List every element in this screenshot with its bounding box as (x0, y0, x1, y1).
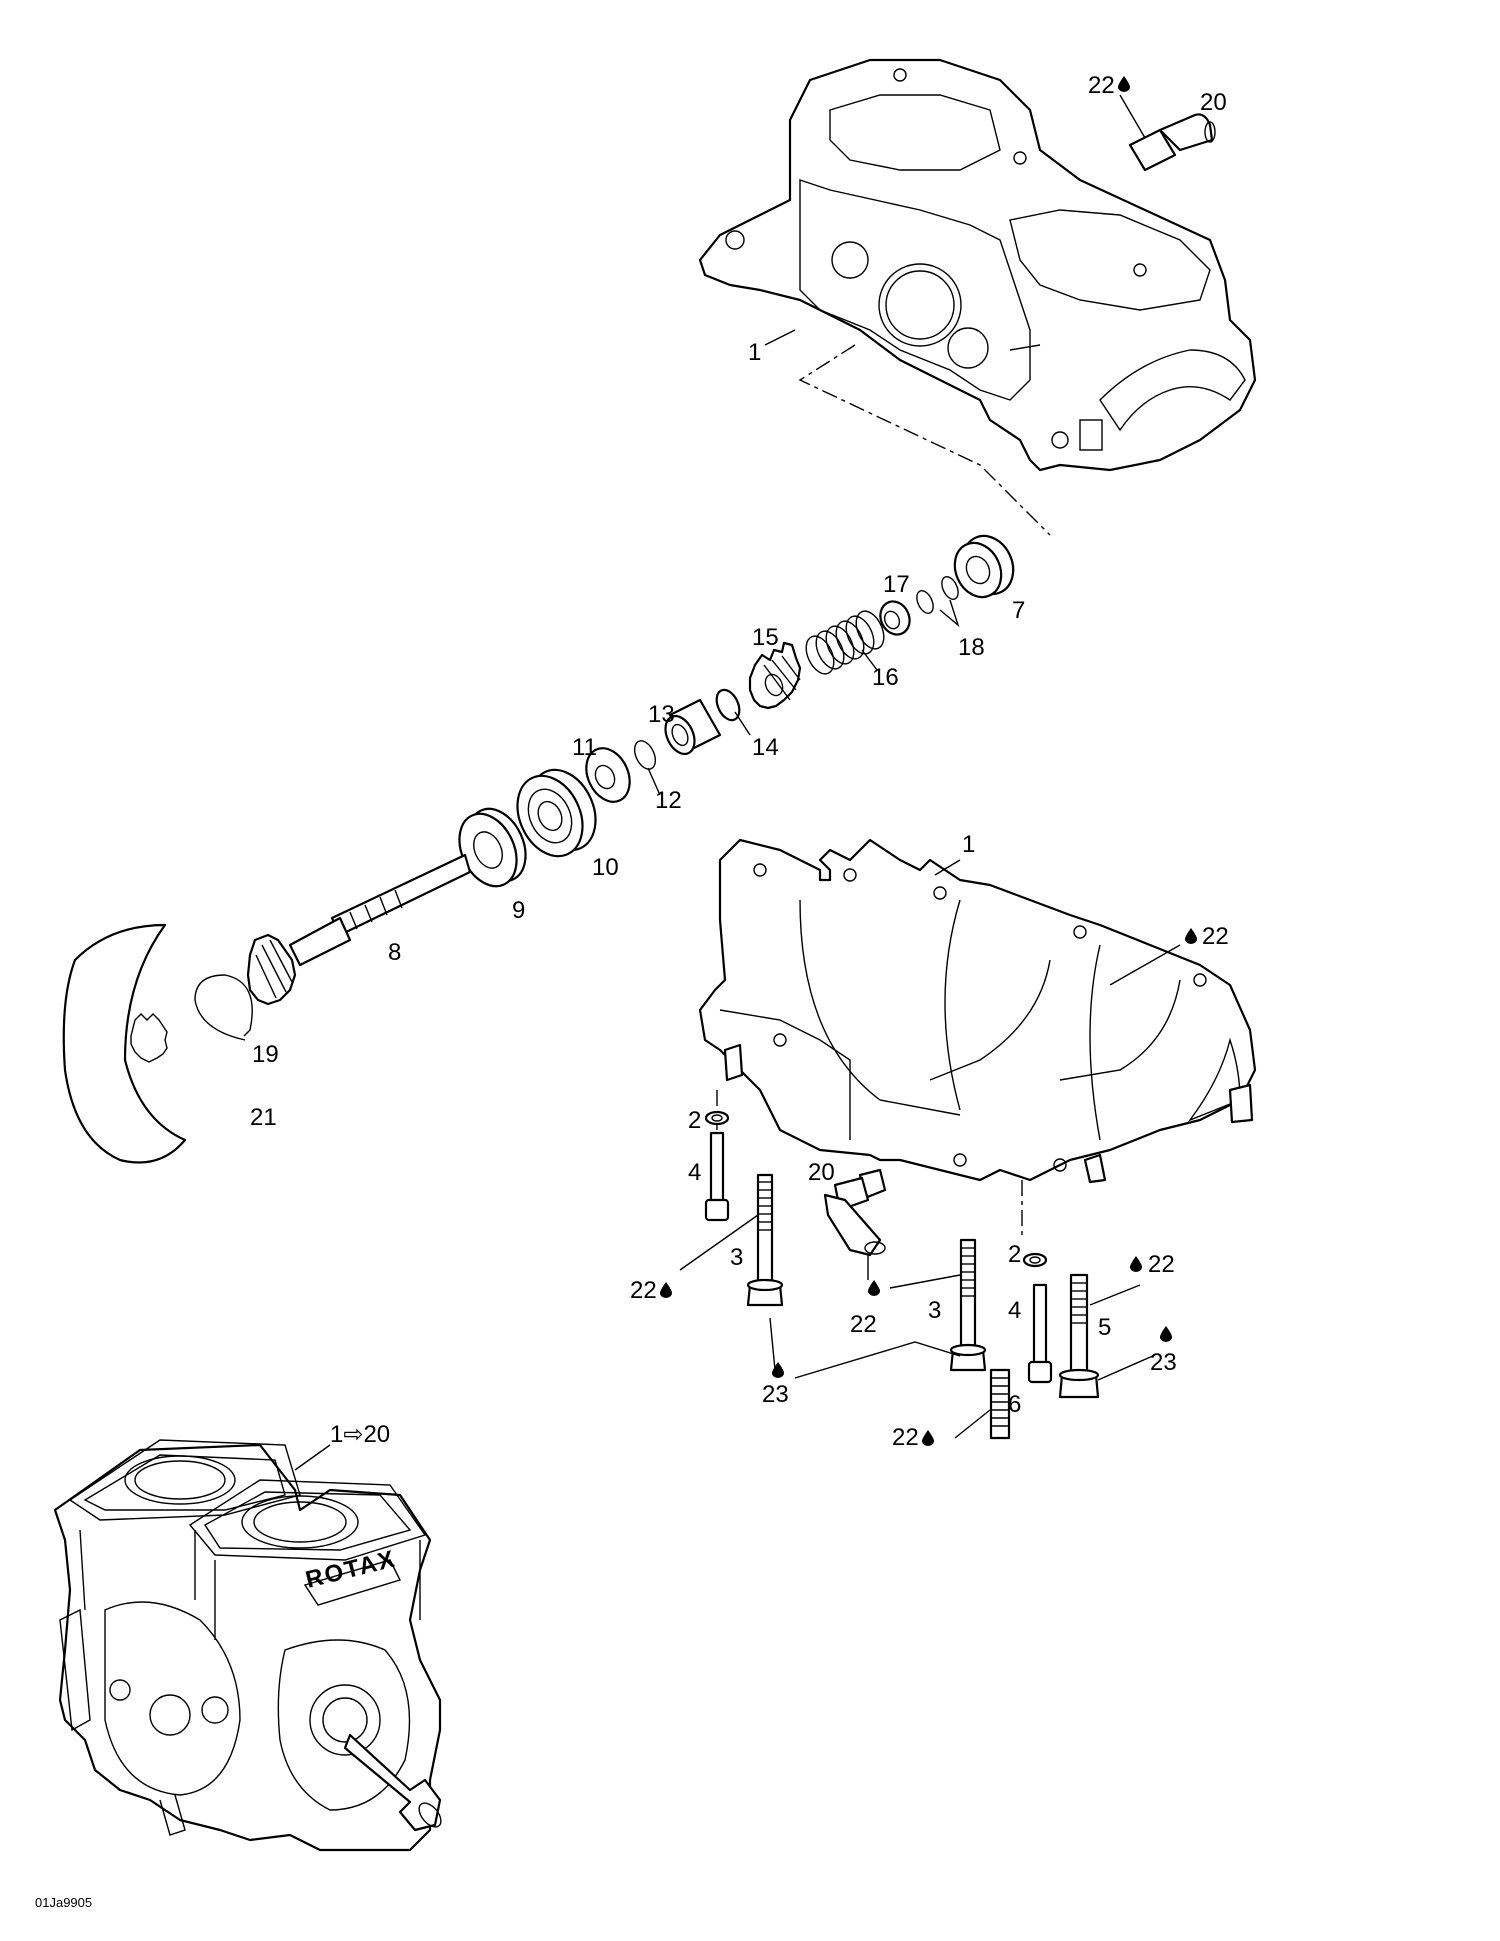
drawing-code: 01Ja9905 (35, 1895, 92, 1910)
ball-bearing-10 (516, 768, 597, 858)
washer-2-left (704, 1110, 730, 1126)
ring-14 (715, 688, 741, 722)
label-8: 8 (388, 939, 401, 966)
label-mid-1: 1 (962, 831, 975, 858)
leader-b-3a (769, 1317, 776, 1371)
leader-12 (647, 767, 661, 796)
stud-6 (989, 1368, 1011, 1440)
label-18: 18 (958, 634, 985, 661)
oil-drop-icon (1130, 1256, 1142, 1272)
washer-17 (879, 600, 911, 636)
label-b-23b: 23 (1150, 1349, 1177, 1376)
bolt-5 (1058, 1273, 1100, 1399)
leader-mid-22 (1109, 944, 1181, 986)
leader-b-22d (954, 1409, 991, 1439)
label-b-5: 5 (1098, 1314, 1111, 1341)
elbow-fitting-lower (823, 1168, 887, 1257)
label-21: 21 (250, 1104, 277, 1131)
shim-21 (62, 923, 187, 1164)
label-14: 14 (752, 734, 779, 761)
label-b-6: 6 (1008, 1391, 1021, 1418)
leader-b-23a (794, 1341, 961, 1379)
leader-mid-1 (934, 859, 961, 876)
label-engine-range: 1⇨20 (330, 1421, 390, 1448)
bearing-7 (953, 534, 1015, 599)
bolt-4-left (704, 1131, 730, 1222)
upper-crankcase-half (698, 58, 1257, 472)
oil-seal-9 (458, 807, 527, 888)
label-b-22c: 22 (1148, 1251, 1175, 1278)
label-b-2a: 2 (688, 1107, 701, 1134)
circlips-18 (916, 576, 960, 628)
label-b-22d: 22 (892, 1424, 919, 1451)
label-9: 9 (512, 897, 525, 924)
washer-2-right (1022, 1252, 1048, 1268)
leader-14 (734, 711, 751, 736)
oil-drop-icon (660, 1282, 672, 1298)
bolt-3-right (949, 1238, 987, 1372)
label-b-22a: 22 (630, 1277, 657, 1304)
washer-11 (585, 747, 631, 803)
label-b-23a: 23 (762, 1381, 789, 1408)
bolt-3-left (746, 1173, 784, 1307)
oil-drop-icon (1185, 928, 1197, 944)
leader-top-22 (1119, 94, 1146, 139)
leader-engine (294, 1444, 331, 1471)
engine-assembly (53, 1439, 442, 1852)
circlip-12 (633, 740, 657, 770)
bolt-4-right (1027, 1283, 1053, 1384)
label-b-3a: 3 (730, 1244, 743, 1271)
gear-15 (748, 641, 802, 710)
elbow-fitting-top (1128, 113, 1216, 172)
label-10: 10 (592, 854, 619, 881)
label-16: 16 (872, 664, 899, 691)
label-b-2b: 2 (1008, 1241, 1021, 1268)
lower-crankcase-half (698, 838, 1257, 1184)
leader-b-23b (1097, 1354, 1156, 1381)
leader-top-1 (764, 329, 796, 346)
label-b-22b: 22 (850, 1311, 877, 1338)
label-mid-22: 22 (1202, 923, 1229, 950)
label-12: 12 (655, 787, 682, 814)
label-b-4b: 4 (1008, 1297, 1021, 1324)
label-b-4a: 4 (688, 1159, 701, 1186)
label-15: 15 (752, 624, 779, 651)
shaft-8 (246, 853, 472, 1006)
label-top-22: 22 (1088, 72, 1115, 99)
label-17: 17 (883, 571, 910, 598)
oil-drop-icon (922, 1430, 934, 1446)
label-13: 13 (648, 701, 675, 728)
label-11: 11 (572, 734, 597, 761)
spring-16 (805, 610, 885, 675)
label-7: 7 (1012, 597, 1025, 624)
label-top-1: 1 (748, 339, 761, 366)
oil-drop-icon (1160, 1326, 1172, 1342)
oil-drop-icon (868, 1280, 880, 1296)
leader-b-22a (679, 1214, 759, 1271)
label-b-3b: 3 (928, 1297, 941, 1324)
label-b-20: 20 (808, 1159, 835, 1186)
leader-b-22b2 (889, 1274, 961, 1289)
label-top-20: 20 (1200, 89, 1227, 116)
sleeve-13 (664, 698, 722, 756)
leader-16 (861, 649, 878, 671)
circlip-19 (194, 974, 253, 1041)
label-19: 19 (252, 1041, 279, 1068)
leader-b-22c (1089, 1284, 1141, 1306)
alignment-dashdot-line (798, 344, 1051, 536)
oil-drop-icon (1118, 76, 1130, 92)
